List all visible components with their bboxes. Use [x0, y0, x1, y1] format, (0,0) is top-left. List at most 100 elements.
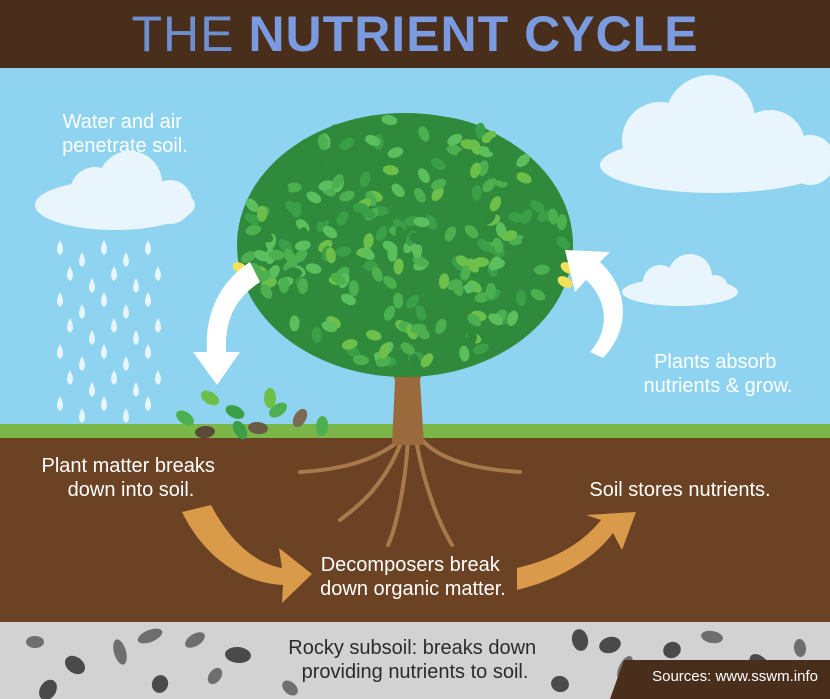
raindrop-icon — [123, 408, 129, 423]
leaf-icon — [360, 247, 375, 261]
leaf-icon — [341, 339, 358, 350]
fallen-leaves — [176, 388, 329, 440]
leaf-icon — [473, 343, 489, 355]
leaf-icon — [462, 281, 478, 294]
leaf-icon — [294, 240, 311, 251]
leaf-icon — [318, 206, 330, 223]
leaf-icon — [413, 216, 430, 228]
leaf-icon — [418, 126, 430, 142]
leaf-icon — [176, 410, 194, 426]
leaf-icon — [315, 416, 329, 436]
leaf-icon — [352, 202, 369, 213]
leaf-icon — [515, 290, 526, 307]
leaf-icon — [517, 249, 529, 266]
tree-leaves — [232, 114, 582, 370]
caption-plant-matter: Plant matter breaks down into soil. — [42, 455, 221, 501]
rock-icon — [64, 655, 86, 675]
leaf-icon — [417, 168, 430, 183]
raindrop-icon — [79, 252, 85, 267]
leaf-icon — [452, 324, 463, 341]
raindrop-icon — [111, 370, 117, 385]
raindrop-icon — [57, 240, 63, 255]
raindrop-icon — [101, 240, 107, 255]
raindrop-icon — [79, 408, 85, 423]
leaf-icon — [444, 226, 457, 242]
rock-icon — [151, 675, 169, 693]
leaf-icon — [471, 184, 482, 201]
raindrop-icon — [67, 266, 73, 281]
leaf-icon — [430, 158, 446, 171]
leaf-icon — [371, 266, 383, 282]
arrow-icon — [565, 250, 623, 358]
leaf-icon — [412, 242, 423, 259]
leaf-icon — [284, 248, 296, 264]
leaf-icon — [292, 408, 308, 428]
raindrop-icon — [155, 370, 161, 385]
leaf-icon — [548, 208, 559, 225]
leaf-icon — [478, 160, 489, 177]
leaf-icon — [489, 256, 502, 271]
leaf-icon — [278, 239, 293, 253]
leaf-icon — [240, 251, 256, 264]
sources-badge: Sources: www.sswm.info — [610, 660, 830, 699]
leaf-icon — [343, 313, 359, 325]
leaf-icon — [338, 158, 353, 171]
rock-icon — [663, 641, 681, 659]
rock-icon — [113, 639, 127, 665]
leaf-icon — [532, 180, 544, 197]
leaf-icon — [431, 298, 448, 309]
raindrop-icon — [89, 382, 95, 397]
leaf-icon — [352, 355, 369, 366]
leaf-icon — [413, 187, 426, 203]
raindrop-icon — [145, 292, 151, 307]
leaf-icon — [400, 342, 415, 355]
leaf-icon — [268, 249, 285, 260]
leaf-icon — [393, 258, 404, 275]
leaf-icon — [557, 276, 573, 288]
leaf-icon — [431, 186, 444, 202]
raindrop-icon — [67, 318, 73, 333]
leaf-icon — [466, 328, 477, 345]
leaf-icon — [516, 172, 532, 184]
raindrop-icon — [111, 266, 117, 281]
leaf-icon — [464, 224, 479, 239]
leaf-icon — [507, 310, 519, 327]
leaf-icon — [470, 139, 482, 155]
leaf-icon — [245, 224, 262, 236]
leaf-icon — [260, 284, 273, 299]
raindrop-icon — [133, 330, 139, 345]
title-nutrient-cycle: NUTRIENT CYCLE — [248, 6, 699, 62]
leaf-icon — [488, 313, 504, 326]
raindrop-icon — [155, 266, 161, 281]
leaf-icon — [376, 289, 393, 300]
leaf-icon — [258, 230, 274, 243]
leaf-icon — [336, 211, 349, 226]
leaf-icon — [378, 343, 390, 359]
leaf-icon — [350, 254, 366, 267]
leaf-icon — [339, 137, 355, 150]
rock-icon — [225, 646, 251, 664]
leaf-icon — [556, 214, 568, 231]
leaf-icon — [306, 191, 322, 204]
raindrop-icon — [133, 382, 139, 397]
leaf-icon — [530, 288, 546, 301]
leaf-icon — [289, 315, 300, 332]
raindrop-icon — [145, 240, 151, 255]
sources-badge-shape — [610, 660, 830, 699]
leaf-icon — [500, 167, 513, 183]
leaf-icon — [366, 307, 381, 320]
leaf-icon — [331, 174, 344, 189]
cloud-icon — [600, 75, 830, 193]
arrow-icon — [182, 505, 312, 603]
leaf-icon — [393, 292, 404, 309]
leaf-icon — [467, 313, 482, 327]
leaf-icon — [387, 147, 404, 158]
raindrop-icon — [57, 396, 63, 411]
raindrop-icon — [123, 304, 129, 319]
leaf-icon — [318, 180, 335, 191]
raindrop-icon — [89, 278, 95, 293]
leaf-icon — [467, 173, 482, 188]
leaf-icon — [322, 225, 338, 239]
rock-icon — [39, 679, 57, 699]
